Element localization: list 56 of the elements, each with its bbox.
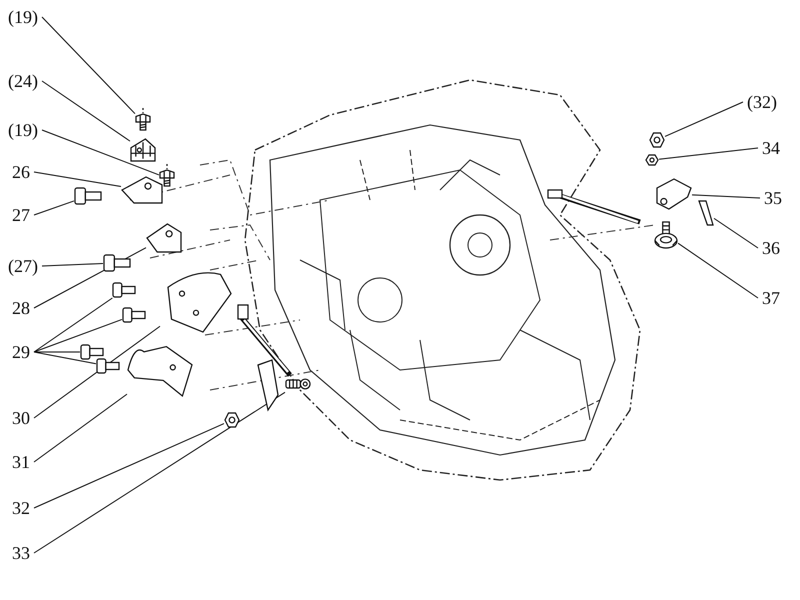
pin-drawing (285, 378, 311, 390)
ball-joint-drawing (654, 221, 678, 249)
callout-number: (24) (6, 71, 40, 91)
bolt-drawing (112, 282, 136, 298)
callout-number: (19) (6, 7, 40, 27)
callout-number: 36 (760, 238, 782, 258)
bolt-drawing (122, 307, 146, 323)
leader-line (42, 80, 130, 142)
callout-number: 28 (10, 298, 32, 318)
heat-shield-drawing (167, 272, 232, 333)
bracket-drawing (127, 346, 193, 397)
callout-number: 33 (10, 543, 32, 563)
leader-line (34, 352, 96, 364)
leader-line (42, 16, 136, 114)
callout-number: 37 (760, 288, 782, 308)
leader-line (34, 172, 122, 187)
washer-drawing (645, 154, 659, 166)
bolt-drawing (74, 187, 102, 205)
leader-line (34, 298, 113, 352)
callout-number: 26 (10, 162, 32, 182)
callout-number: (32) (745, 92, 779, 112)
bolt-drawing (80, 344, 104, 360)
leader-line (34, 200, 74, 216)
leader-line (678, 242, 758, 298)
leader-line (34, 326, 160, 418)
pin-drawing (698, 200, 714, 226)
leader-line (42, 263, 104, 266)
callout-number: 35 (762, 188, 784, 208)
callout-number: (19) (6, 120, 40, 140)
leader-line (42, 130, 160, 176)
leader-line (34, 247, 146, 308)
callout-number: 29 (10, 342, 32, 362)
leader-line (664, 102, 744, 137)
leader-line (34, 394, 128, 462)
nut-drawing (224, 412, 240, 428)
bracket-drawing (121, 176, 163, 204)
callout-number: 30 (10, 408, 32, 428)
callout-number: 32 (10, 498, 32, 518)
bolt-drawing (135, 108, 151, 131)
bolt-drawing (103, 254, 131, 272)
leader-line (34, 392, 286, 554)
bolt-drawing (159, 164, 175, 187)
leader-line (692, 194, 760, 198)
callout-number: 31 (10, 452, 32, 472)
leader-line (714, 218, 758, 248)
lever-drawing (656, 178, 692, 210)
callout-number: (27) (6, 256, 40, 276)
leader-line (34, 423, 224, 508)
leader-line (34, 318, 122, 352)
bracket-drawing (146, 223, 182, 253)
leader-line (658, 148, 758, 160)
nut-drawing (649, 132, 665, 148)
bracket-drawing (130, 138, 156, 162)
bolt-drawing (96, 358, 120, 374)
callout-number: 27 (10, 205, 32, 225)
callout-number: 34 (760, 138, 782, 158)
